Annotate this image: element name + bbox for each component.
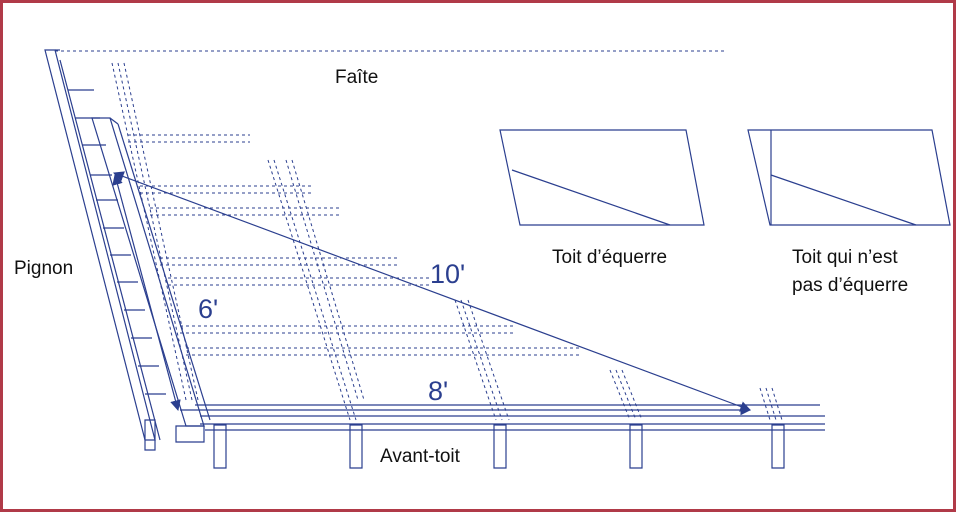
gable-ladder: [44, 49, 166, 451]
vertical-arrow: [112, 173, 181, 412]
gable-label: Pignon: [14, 258, 73, 279]
eave-label: Avant-toit: [380, 446, 461, 467]
eave-board: [195, 404, 825, 431]
horizontal-dimension: 8': [428, 376, 448, 406]
not-square-roof-label-line1: Toit qui n’est: [792, 247, 898, 268]
diagonal-arrow: [112, 171, 752, 412]
square-roof-label: Toit d’équerre: [552, 247, 667, 268]
not-square-roof-label-line2: pas d’équerre: [792, 275, 908, 296]
diagonal-dimension: 10': [430, 259, 465, 289]
not-square-roof-schematic: [747, 129, 951, 226]
rafter-tails: [213, 424, 785, 469]
rafter-lines: [111, 62, 783, 421]
vertical-dimension: 6': [198, 294, 218, 324]
square-roof-schematic: [499, 129, 705, 226]
ridge-label: Faîte: [335, 67, 378, 88]
measurement-arrows: [112, 171, 752, 416]
